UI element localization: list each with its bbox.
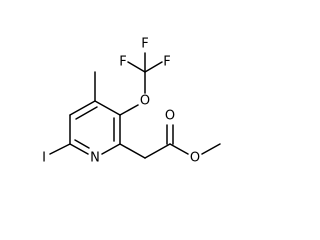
bond-o-ester-methyl bbox=[201, 143, 221, 155]
bond-n-c6 bbox=[69, 143, 89, 155]
bond-ch2-carbonyl-c bbox=[144, 143, 171, 159]
atom-o-ester-label: O bbox=[190, 151, 200, 166]
bond-c6-iodine bbox=[49, 143, 71, 155]
bond-c5-c4-inner bbox=[75, 106, 98, 120]
bond-c2-n bbox=[101, 143, 121, 155]
atom-o-ether-label: O bbox=[140, 94, 150, 109]
atom-f1-label: F bbox=[119, 55, 126, 70]
atom-n-ring-label: N bbox=[90, 151, 100, 166]
bond-n-c6-inner bbox=[74, 139, 90, 149]
bond-c5-c4 bbox=[69, 100, 96, 116]
bond-c3-o-ether bbox=[119, 104, 139, 116]
bond-c4-c3 bbox=[94, 100, 121, 116]
atom-f3-label: F bbox=[163, 55, 170, 70]
atom-f2-label: F bbox=[141, 37, 148, 52]
bond-c2-ch2 bbox=[119, 143, 146, 159]
bond-cf3-f3 bbox=[144, 61, 163, 73]
atom-iodine-label: I bbox=[42, 151, 46, 166]
bond-cf3-f1 bbox=[127, 61, 146, 73]
atom-o-carbonyl-label: O bbox=[165, 109, 175, 124]
bond-carbonyl-c-o-ester bbox=[169, 143, 189, 155]
molecule-structure: F F F O O O N I bbox=[42, 37, 221, 166]
